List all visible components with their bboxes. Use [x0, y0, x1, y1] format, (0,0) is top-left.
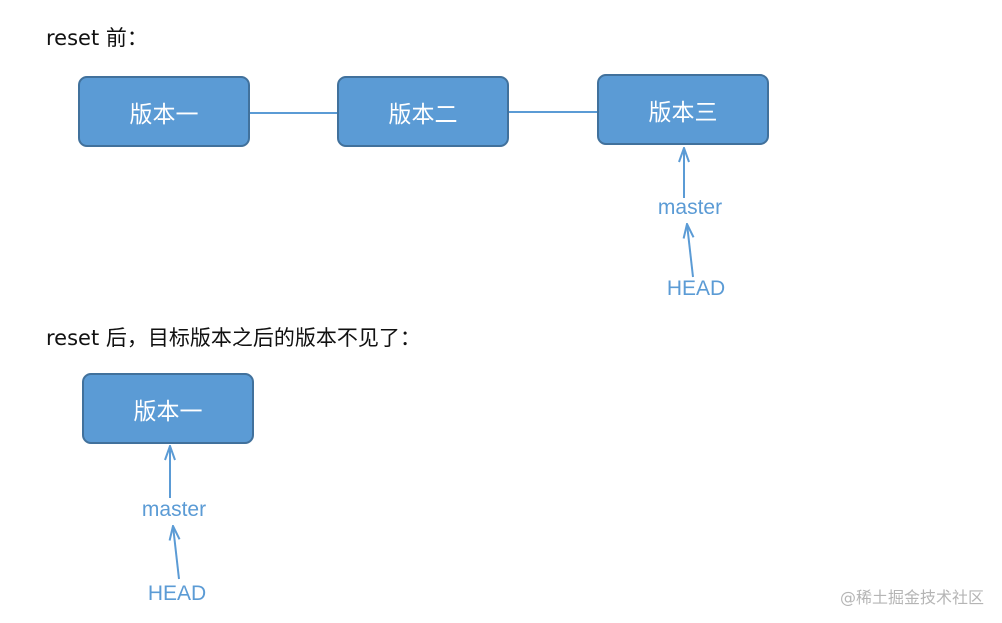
commit-box-after-version-1: 版本一 — [82, 373, 254, 444]
master-label-before: master — [657, 196, 723, 219]
watermark: @稀土掘金技术社区 — [839, 588, 984, 607]
head-label-after: HEAD — [147, 582, 207, 605]
caption-before-reset: reset 前： — [46, 26, 148, 50]
commit-box-version-1: 版本一 — [78, 76, 250, 147]
arrow-head-to-master-top — [687, 224, 693, 278]
commit-box-version-2: 版本二 — [337, 76, 509, 147]
commit-box-version-3: 版本三 — [597, 74, 769, 145]
caption-after-reset: reset 后，目标版本之后的版本不见了： — [46, 326, 421, 350]
master-label-after: master — [141, 498, 207, 521]
arrow-head-to-master-bottom — [173, 526, 179, 580]
head-label-before: HEAD — [666, 277, 726, 300]
